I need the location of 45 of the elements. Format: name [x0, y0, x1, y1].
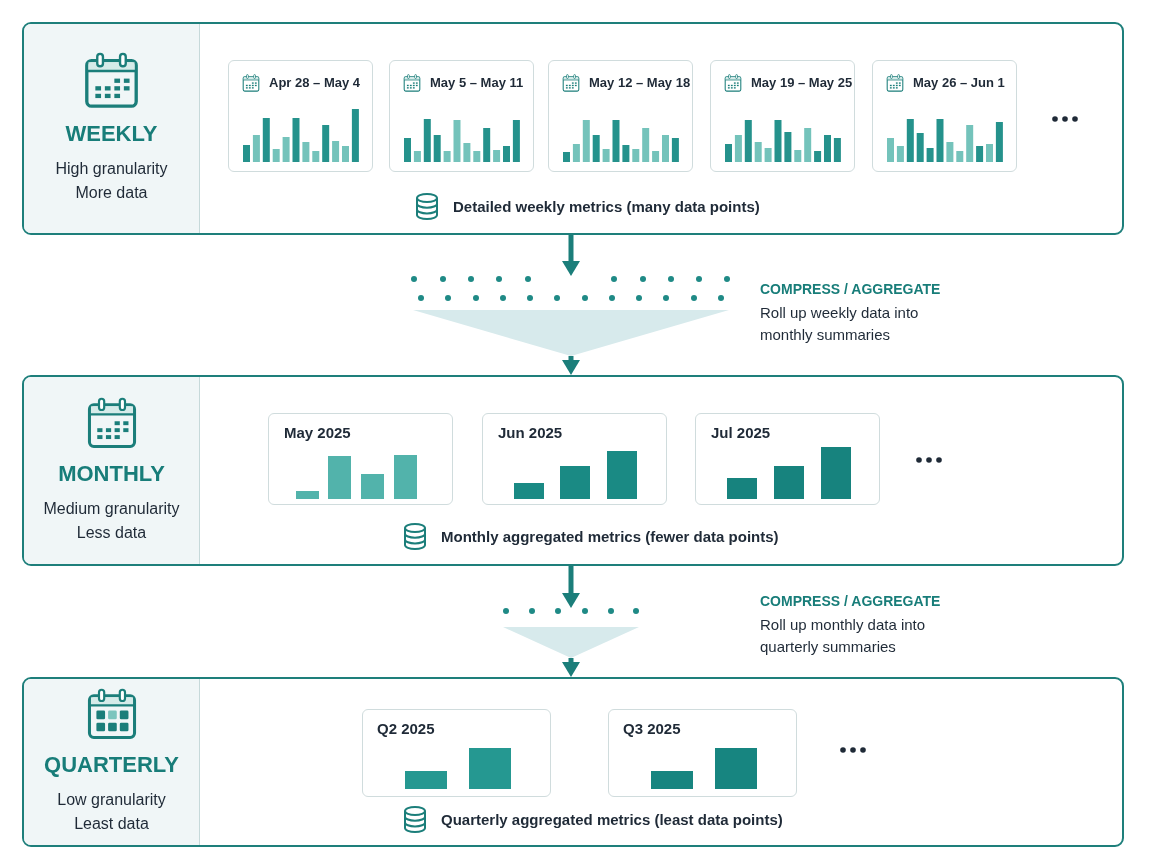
- period-label: May 26 – Jun 1: [913, 75, 1005, 91]
- period-card: [548, 60, 693, 172]
- tier-note: Medium granularity: [43, 498, 180, 519]
- period-label: Jun 2025: [498, 424, 563, 442]
- step-description: Roll up monthly data into quarterly summaries: [760, 615, 927, 657]
- period-label: Q2 2025: [377, 720, 435, 738]
- tier-note: Least data: [74, 814, 149, 834]
- metrics-caption: Detailed weekly metrics (many data points): [453, 198, 760, 215]
- period-label: Jul 2025: [711, 424, 771, 442]
- period-label: Q3 2025: [623, 720, 681, 738]
- arrow: [562, 235, 580, 276]
- tier-title: QUARTERLY: [44, 752, 179, 778]
- tier-panel: [22, 22, 1124, 235]
- arrow: [562, 356, 580, 375]
- period-card: [695, 413, 880, 505]
- period-label: May 2025: [284, 424, 351, 442]
- period-card: [268, 413, 453, 505]
- funnel-graphic: [501, 608, 641, 658]
- step-heading: COMPRESS / AGGREGATE: [760, 280, 942, 299]
- step-description: Roll up weekly data into monthly summaries: [760, 303, 920, 345]
- period-card: [872, 60, 1017, 172]
- period-label: Apr 28 – May 4: [269, 75, 361, 91]
- tier-note: Less data: [76, 522, 147, 543]
- period-card: [362, 709, 551, 797]
- tier-panel: [22, 375, 1124, 566]
- arrow: [562, 658, 580, 677]
- step-heading: COMPRESS / AGGREGATE: [760, 592, 942, 611]
- period-card: [389, 60, 534, 172]
- period-label: May 19 – May 25: [751, 75, 853, 91]
- period-label: May 12 – May 18: [589, 75, 691, 91]
- funnel-graphic: [411, 276, 731, 356]
- period-card: [710, 60, 855, 172]
- tier-panel: [22, 677, 1124, 847]
- tier-note: High granularity: [55, 159, 168, 179]
- period-card: [482, 413, 667, 505]
- arrow: [562, 566, 580, 608]
- metrics-caption: Monthly aggregated metrics (fewer data points): [441, 528, 779, 545]
- tier-note: More data: [75, 183, 148, 203]
- tier-title: WEEKLY: [65, 121, 158, 147]
- period-card: [228, 60, 373, 172]
- period-card: [608, 709, 797, 797]
- tier-title: MONTHLY: [58, 460, 165, 487]
- tier-note: Low granularity: [57, 790, 166, 810]
- metrics-caption: Quarterly aggregated metrics (least data points): [441, 811, 783, 828]
- period-label: May 5 – May 11: [430, 75, 524, 91]
